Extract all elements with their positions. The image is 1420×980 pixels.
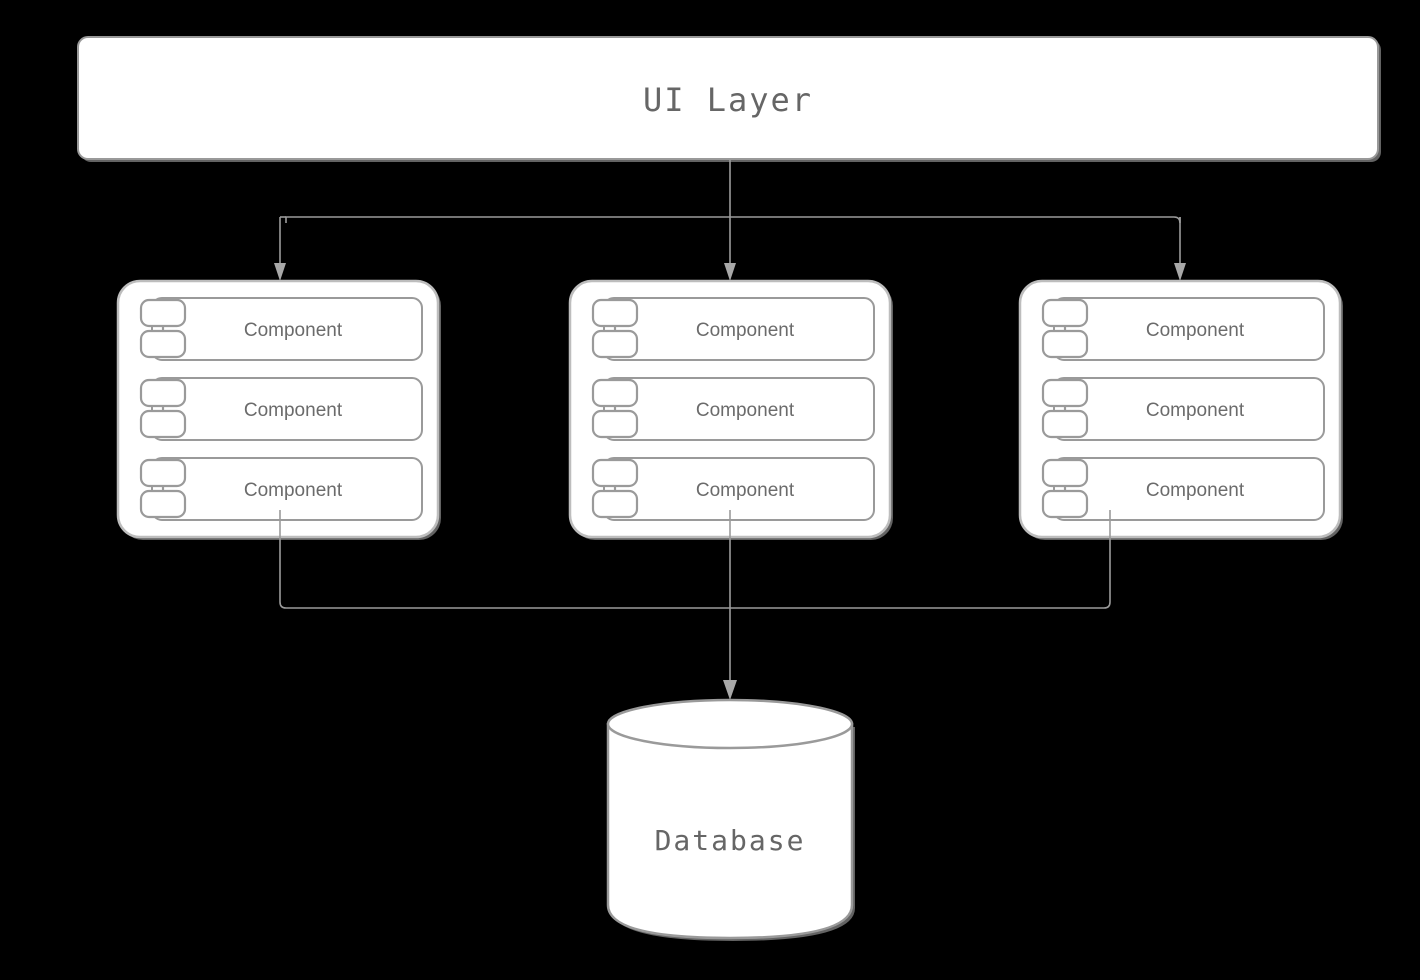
component-label: Component (1146, 320, 1245, 341)
database-body (606, 722, 854, 940)
component-group-left[interactable]: Component Component Component (116, 279, 441, 540)
component-label: Component (244, 480, 343, 501)
arrow-to-left-group (274, 263, 286, 281)
component-label: Component (1146, 480, 1245, 501)
list-item[interactable]: Component (139, 297, 423, 361)
ui-layer-label: UI Layer (643, 81, 813, 119)
component-label: Component (696, 320, 795, 341)
list-item[interactable]: Component (139, 377, 423, 441)
database-node[interactable]: Database (606, 698, 855, 941)
list-item[interactable]: Component (139, 457, 423, 521)
database-label: Database (655, 824, 806, 857)
edge-groups-to-database (279, 510, 1111, 700)
list-item[interactable]: Component (1041, 457, 1325, 521)
component-label: Component (244, 320, 343, 341)
database-top-ellipse (606, 698, 854, 750)
component-group-right[interactable]: Component Component Component (1018, 279, 1343, 540)
list-item[interactable]: Component (591, 297, 875, 361)
edge-ui-to-groups (274, 159, 1186, 281)
component-label: Component (1146, 400, 1245, 421)
list-item[interactable]: Component (591, 377, 875, 441)
arrow-to-right-group (1174, 263, 1186, 281)
ui-layer-node[interactable]: UI Layer (77, 36, 1381, 162)
list-item[interactable]: Component (1041, 377, 1325, 441)
arrow-to-database (723, 680, 737, 700)
arrow-to-center-group (724, 263, 736, 281)
list-item[interactable]: Component (591, 457, 875, 521)
component-label: Component (696, 400, 795, 421)
list-item[interactable]: Component (1041, 297, 1325, 361)
component-group-center[interactable]: Component Component Component (568, 279, 893, 540)
component-label: Component (244, 400, 343, 421)
component-label: Component (696, 480, 795, 501)
